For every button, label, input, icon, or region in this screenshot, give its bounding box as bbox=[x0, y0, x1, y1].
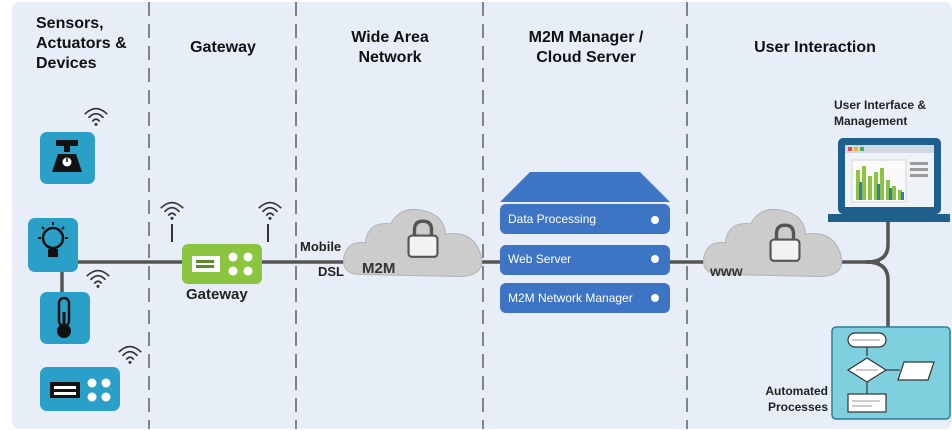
column-header-gateway: Gateway bbox=[190, 39, 256, 56]
server-item-web-server: Web Server bbox=[508, 252, 572, 266]
background-panel bbox=[12, 2, 952, 429]
laptop-icon bbox=[828, 138, 950, 222]
automated-processes-label: Automated Processes bbox=[760, 383, 828, 415]
flowchart-icon bbox=[831, 326, 951, 420]
server-graphic bbox=[500, 172, 670, 313]
gateway-label: Gateway bbox=[186, 286, 248, 303]
server-item-network-manager: M2M Network Manager bbox=[508, 291, 633, 305]
header-line: Wide Area bbox=[351, 29, 429, 46]
header-line: Actuators & bbox=[36, 35, 127, 52]
label-line: Automated bbox=[765, 384, 828, 398]
scale-device-icon bbox=[40, 132, 95, 184]
mobile-label: Mobile bbox=[300, 239, 342, 254]
label-line: Processes bbox=[767, 400, 828, 414]
column-header-devices: Sensors, Actuators & Devices bbox=[36, 14, 127, 74]
header-line: Network bbox=[358, 49, 422, 66]
header-line: Cloud Server bbox=[536, 49, 636, 66]
header-line: Sensors, bbox=[36, 15, 104, 32]
column-header-user: User Interaction bbox=[754, 39, 876, 56]
www-label: www bbox=[710, 263, 743, 279]
header-line: M2M Manager / bbox=[528, 29, 644, 46]
column-header-wan: Wide Area Network bbox=[300, 28, 480, 68]
thermometer-device-icon bbox=[40, 292, 90, 344]
ui-management-label: User Interface & Management bbox=[834, 97, 926, 129]
lightbulb-device-icon bbox=[28, 218, 78, 272]
m2m-label: M2M bbox=[362, 260, 396, 277]
label-line: User Interface & bbox=[834, 98, 927, 112]
panel-device-icon bbox=[40, 367, 120, 411]
server-item-data-processing: Data Processing bbox=[508, 212, 597, 226]
column-header-cloud: M2M Manager / Cloud Server bbox=[486, 28, 686, 68]
dsl-label: DSL bbox=[318, 264, 344, 279]
column-dividers bbox=[148, 2, 688, 429]
header-line: Devices bbox=[36, 55, 97, 72]
label-line: Management bbox=[834, 114, 908, 128]
gateway-device-icon bbox=[171, 224, 269, 284]
